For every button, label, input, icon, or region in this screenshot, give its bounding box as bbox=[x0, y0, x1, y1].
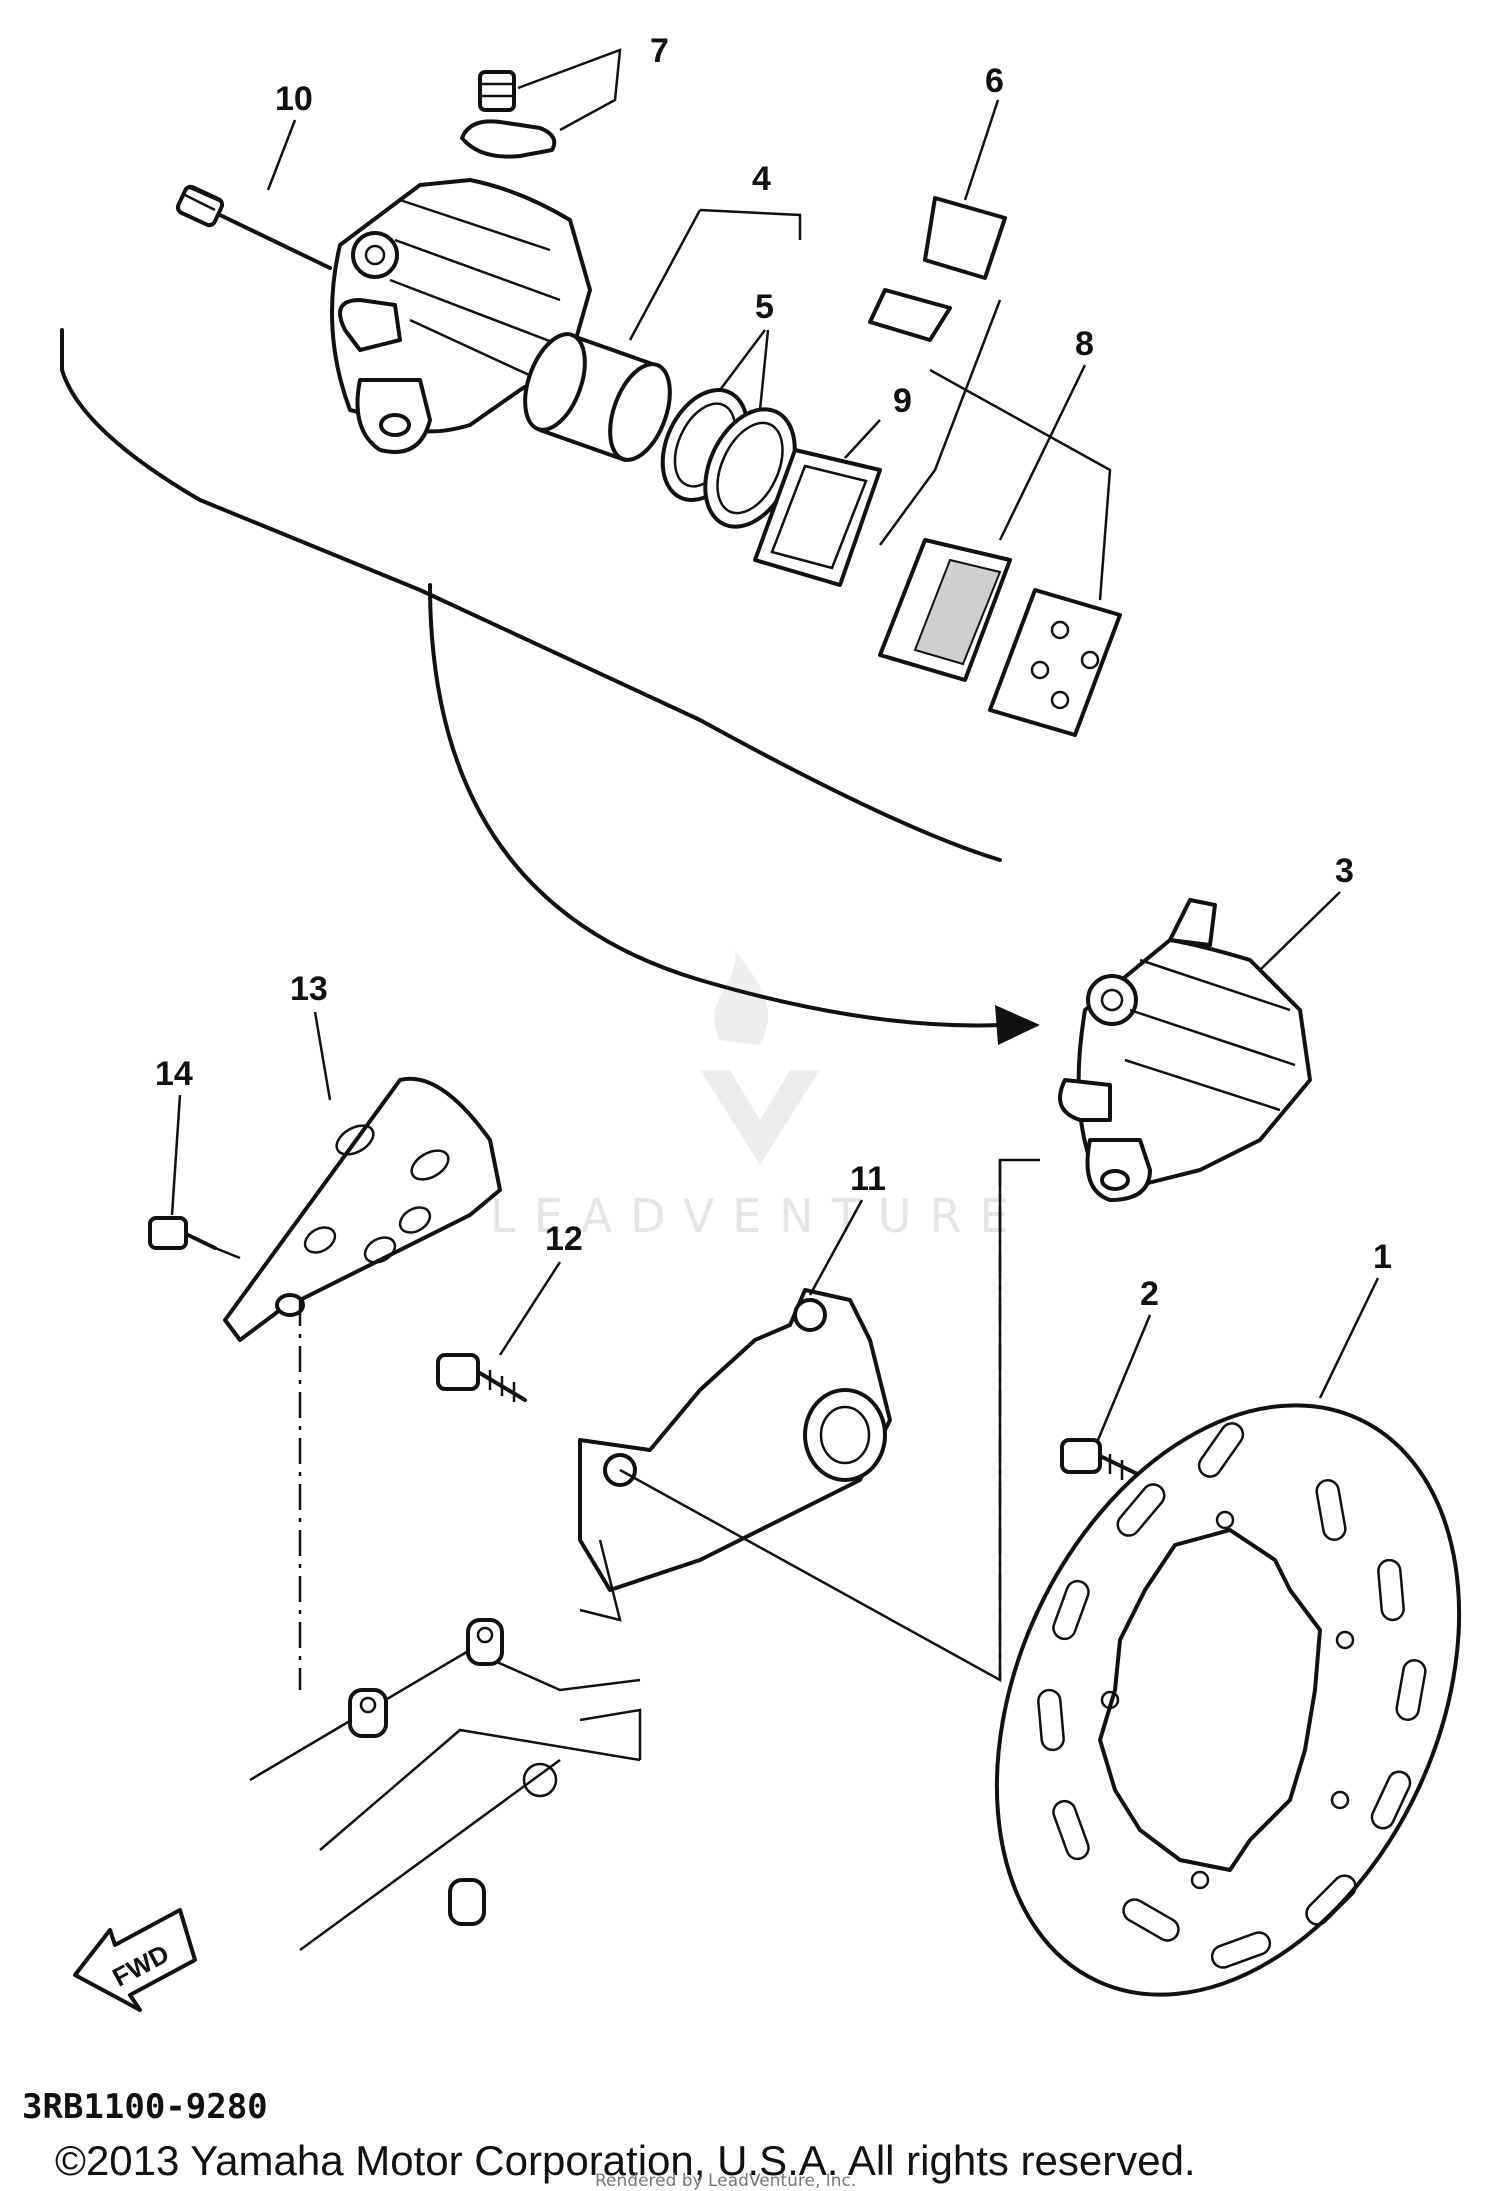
part-10-caliper-bolt bbox=[175, 184, 332, 270]
callout-11: 11 bbox=[850, 1160, 886, 1198]
callout-4: 4 bbox=[752, 160, 771, 198]
part-13-guard bbox=[223, 1076, 502, 1342]
part-3-caliper-assembly bbox=[1058, 898, 1312, 1202]
callouts: 7 10 6 4 5 8 9 3 13 14 11 12 2 1 bbox=[155, 32, 1392, 1441]
part-8-brake-pads bbox=[878, 538, 1122, 737]
callout-10: 10 bbox=[275, 80, 313, 118]
credit-text: Rendered by LeadVenture, Inc. bbox=[595, 2171, 856, 2191]
swingarm-outline bbox=[249, 1618, 642, 1952]
leadventure-watermark: LEADVENTURE bbox=[490, 950, 1027, 1243]
callout-14: 14 bbox=[155, 1055, 193, 1093]
callout-1: 1 bbox=[1373, 1238, 1392, 1276]
callout-5: 5 bbox=[755, 288, 774, 326]
caliper-body-detail bbox=[330, 178, 592, 454]
copyright-text: ©2013 Yamaha Motor Corporation, U.S.A. A… bbox=[55, 2137, 1196, 2184]
callout-12: 12 bbox=[545, 1220, 583, 1258]
callout-2: 2 bbox=[1140, 1275, 1159, 1313]
callout-6: 6 bbox=[985, 62, 1004, 100]
fwd-arrow: FWD bbox=[73, 1908, 197, 2012]
callout-7: 7 bbox=[650, 32, 669, 70]
part-7-bleed-screw bbox=[460, 70, 557, 159]
callout-8: 8 bbox=[1075, 325, 1094, 363]
assembly-arrow bbox=[428, 583, 1040, 1045]
watermark-text: LEADVENTURE bbox=[490, 1189, 1027, 1243]
part-2-disc-bolt bbox=[1060, 1438, 1152, 1482]
diagram-code: 3RB1100-9280 bbox=[22, 2087, 268, 2127]
alignment-lines bbox=[214, 1158, 1040, 1690]
part-4-piston bbox=[523, 332, 672, 462]
detail-frame bbox=[60, 328, 1002, 862]
part-9-shim bbox=[753, 448, 882, 587]
callout-13: 13 bbox=[290, 970, 328, 1008]
part-14-bolt bbox=[148, 1216, 217, 1250]
part-5-seals bbox=[660, 388, 797, 529]
part-12-bolt bbox=[436, 1353, 527, 1402]
part-11-caliper-bracket bbox=[578, 1288, 892, 1622]
part-1-brake-disc bbox=[994, 1403, 1462, 1997]
callout-9: 9 bbox=[893, 382, 912, 420]
callout-3: 3 bbox=[1335, 852, 1354, 890]
part-6-pad-spring bbox=[868, 196, 1007, 342]
